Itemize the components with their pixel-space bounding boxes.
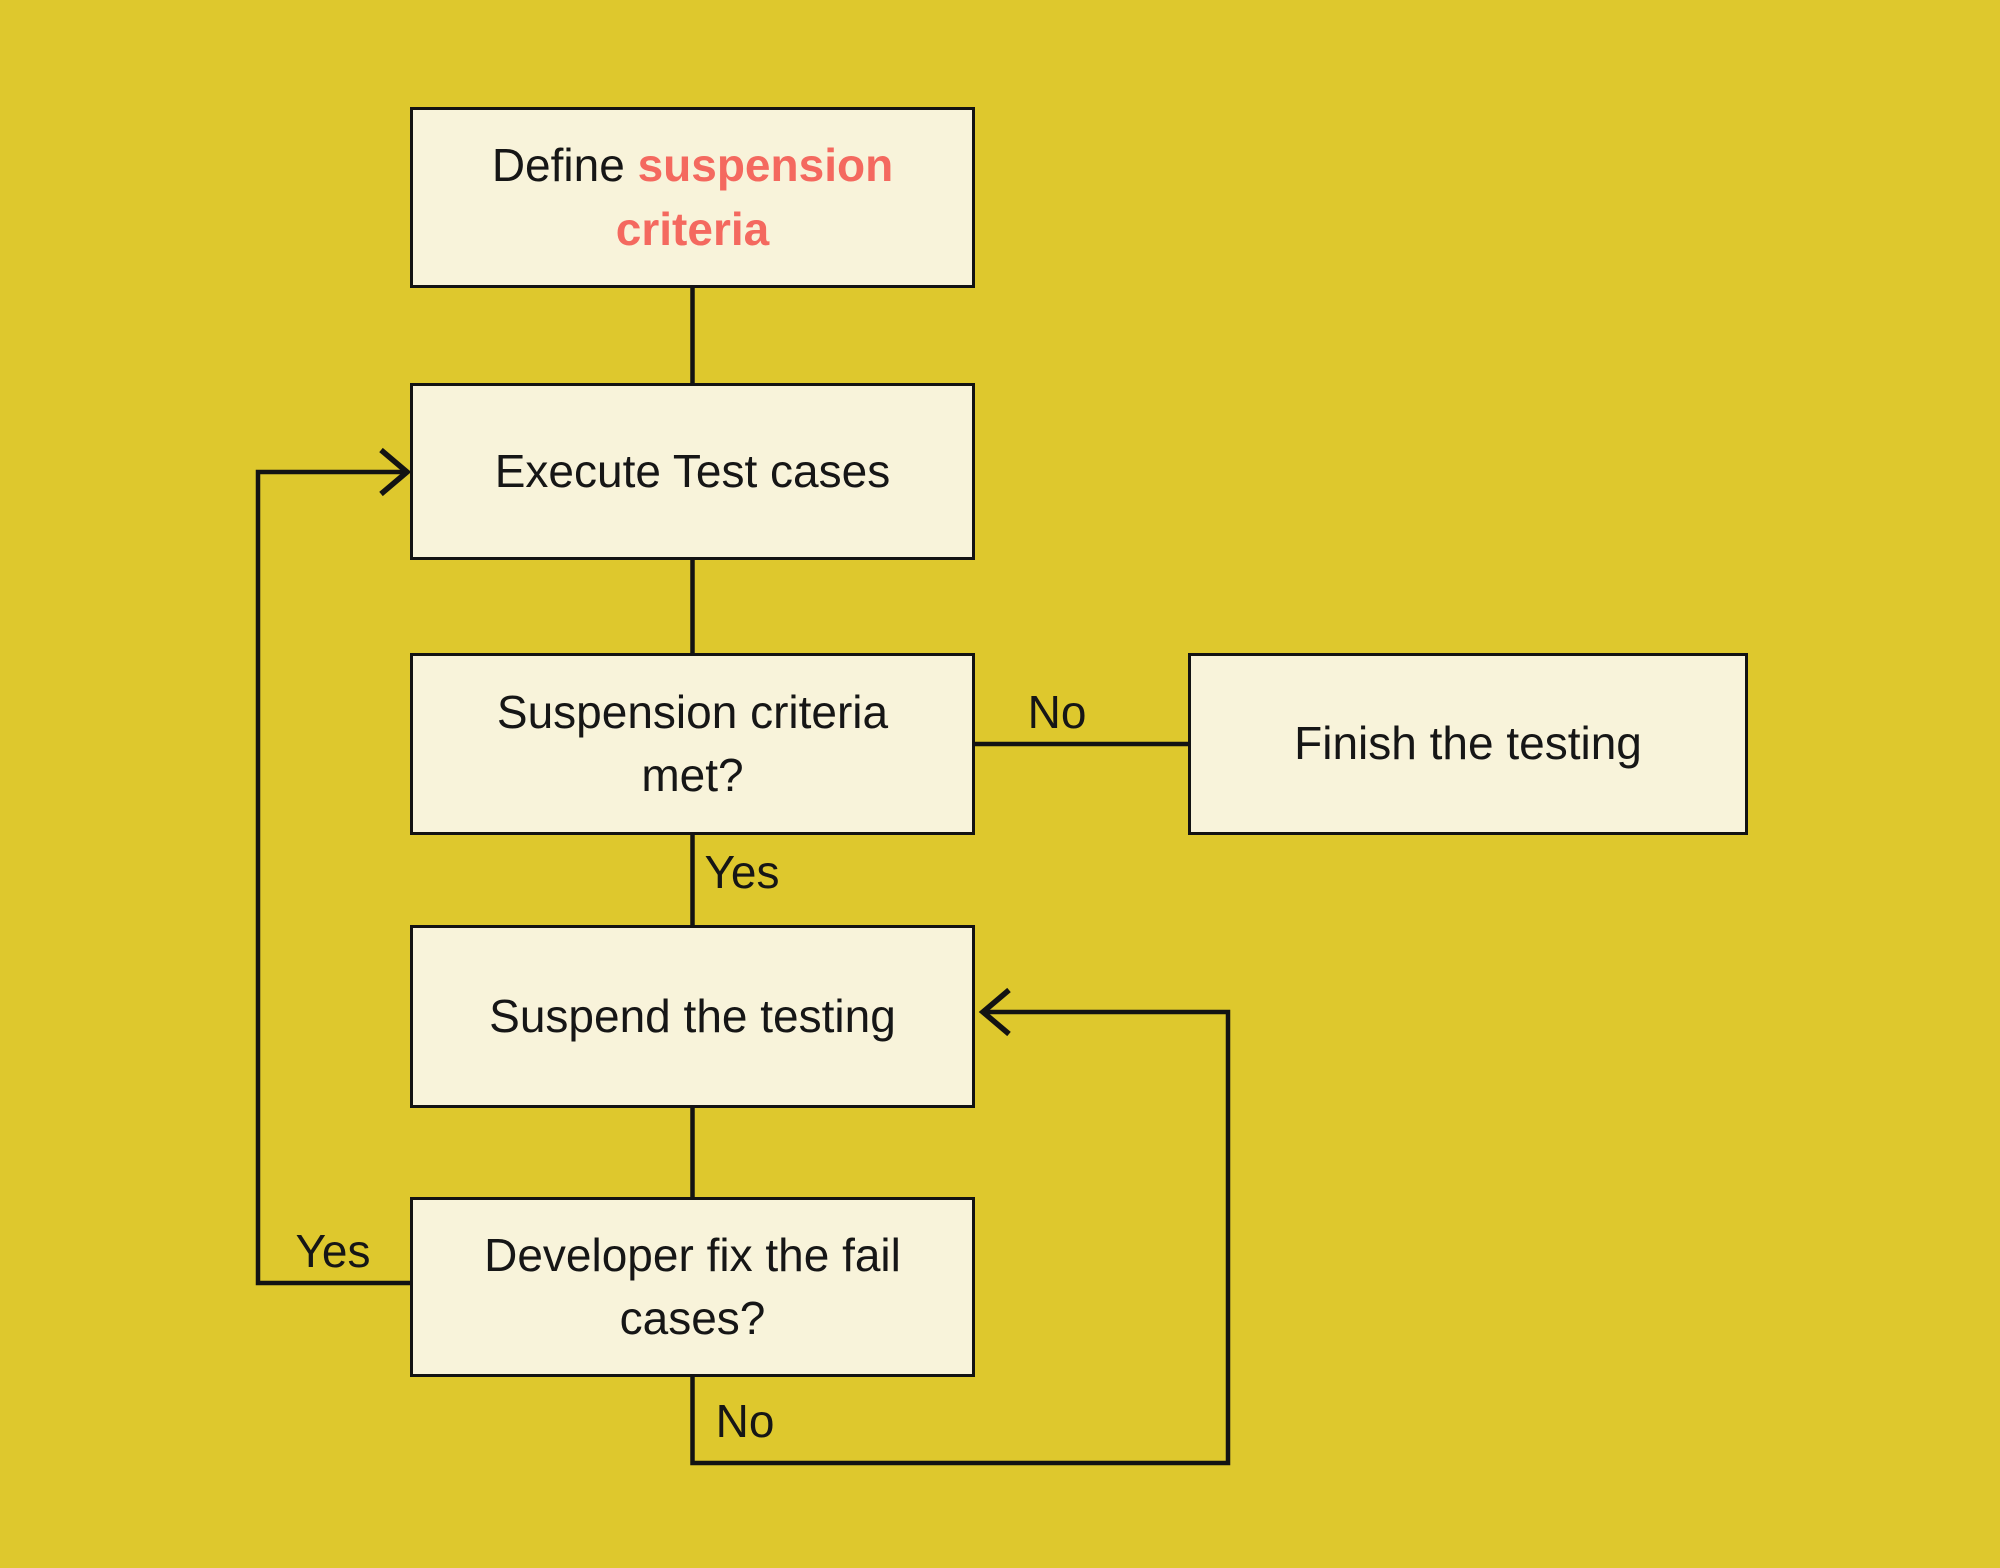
node-finish-label: Finish the testing: [1294, 717, 1642, 770]
edge-label-no-loop-to-suspend: No: [715, 1395, 775, 1447]
node-execute-label: Execute Test cases: [494, 444, 891, 497]
node-execute-test-cases: Execute Test cases: [410, 383, 975, 560]
node-developer-label: Developer fix the fail cases?: [484, 1228, 901, 1344]
node-define-suspension-criteria: Define suspension criteria: [410, 107, 975, 288]
node-define-accent-text: suspension criteria: [615, 139, 894, 255]
node-finish-the-testing: Finish the testing: [1188, 653, 1748, 835]
edge-label-no-to-finish: No: [1027, 686, 1087, 738]
node-define-prefix-text: Define: [491, 139, 638, 192]
node-suspend-the-testing: Suspend the testing: [410, 925, 975, 1108]
node-define-label: Define suspension criteria: [455, 134, 930, 261]
edge-label-yes-to-suspend: Yes: [704, 846, 780, 898]
arrowhead-into-execute: [379, 447, 412, 497]
edge-label-yes-loop-to-execute: Yes: [295, 1225, 371, 1277]
arrowhead-into-suspend: [978, 987, 1011, 1037]
node-developer-fix-fail-cases: Developer fix the fail cases?: [410, 1197, 975, 1377]
connector-developer-to-execute-loop: [255, 469, 410, 1286]
node-suspend-label: Suspend the testing: [489, 989, 896, 1042]
connector-developer-to-suspend-loop: [690, 1009, 1231, 1466]
node-suspension-criteria-met: Suspension criteria met?: [410, 653, 975, 835]
node-suspension-label: Suspension criteria met?: [496, 685, 889, 801]
